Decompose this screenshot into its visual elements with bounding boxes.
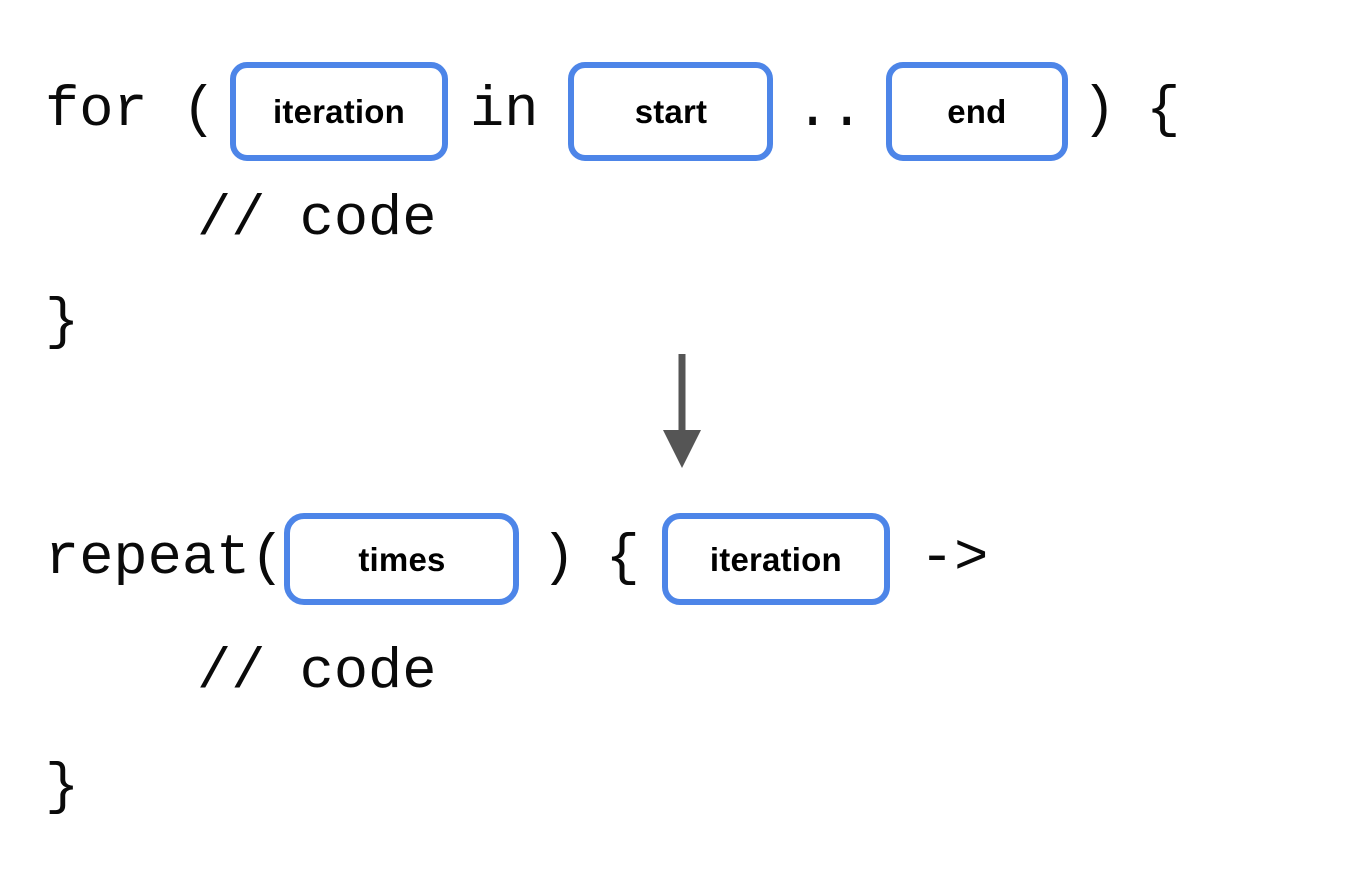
close-brace: } [45, 756, 80, 820]
comment-text: // code [197, 641, 437, 705]
code-line-for-header: for ( iteration in start .. end ) { [45, 62, 1180, 161]
keyword-repeat-open-paren: repeat( [45, 526, 285, 591]
arrow-down-glyph [663, 354, 701, 468]
comment-text: // code [197, 188, 437, 252]
close-brace: } [45, 291, 80, 355]
open-brace: { [1146, 79, 1181, 143]
keyword-for-open-paren: for ( [45, 79, 217, 143]
code-line-comment-before: // code [197, 192, 436, 249]
code-line-closing-brace-after: } [45, 760, 79, 817]
slot-repeat-times[interactable]: times [284, 513, 520, 605]
lambda-arrow: -> [919, 526, 989, 591]
slot-range-end[interactable]: end [885, 62, 1068, 161]
code-line-closing-brace-before: } [45, 295, 79, 352]
slot-lambda-iteration[interactable]: iteration [661, 513, 890, 605]
code-line-comment-after: // code [197, 645, 436, 702]
range-operator: .. [795, 79, 864, 143]
open-brace: { [605, 526, 640, 591]
close-paren: ) [1081, 79, 1117, 143]
keyword-in: in [470, 79, 539, 143]
close-paren: ) [541, 526, 576, 591]
slot-range-start[interactable]: start [568, 62, 774, 161]
slot-iteration-variable[interactable]: iteration [230, 62, 449, 161]
code-line-repeat-header: repeat( times ) { iteration -> [45, 513, 988, 605]
arrow-down-icon [655, 352, 709, 472]
